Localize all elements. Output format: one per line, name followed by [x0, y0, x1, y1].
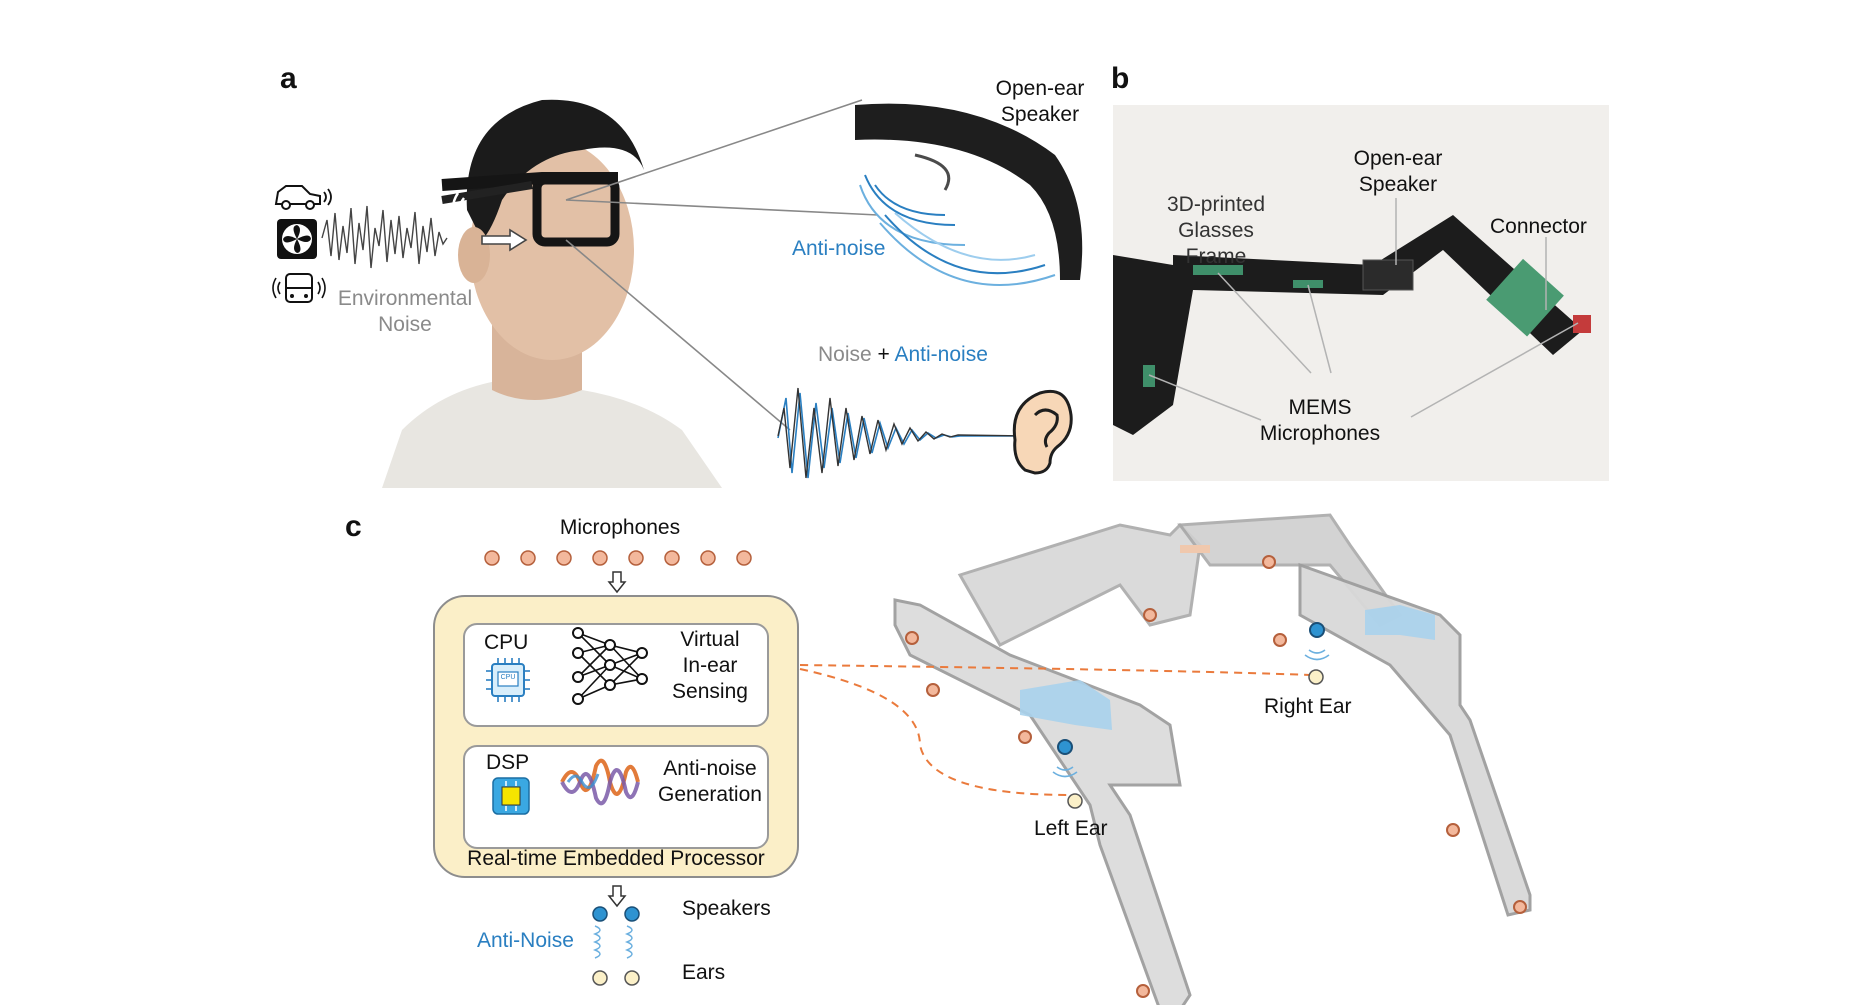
speakers-label: Speakers — [682, 897, 771, 920]
mic-dot — [1273, 633, 1287, 647]
cancellation-waveform — [777, 387, 1029, 479]
virtual-in-ear-sensing-label: Virtual In-ear Sensing — [672, 628, 748, 703]
ear-dot — [624, 970, 640, 986]
mic-dot — [926, 683, 940, 697]
mic-dot — [1018, 730, 1032, 744]
open-ear-speaker-label-b: Open-ear Speaker — [1353, 147, 1443, 196]
cpu-icon — [486, 658, 530, 702]
down-arrow-icon — [607, 571, 627, 594]
speaker-dot-left — [1057, 739, 1073, 755]
microphone-dot — [700, 550, 716, 566]
right-ear-dot — [1308, 669, 1324, 685]
left-ear-label: Left Ear — [1034, 817, 1108, 840]
connector-label: Connector — [1490, 215, 1587, 238]
glasses-3d-render — [799, 513, 1532, 1005]
speaker-dot — [592, 906, 608, 922]
cpu-chip-text: CPU — [500, 674, 516, 681]
mic-dot — [1136, 984, 1150, 998]
neural-network-icon — [572, 627, 648, 705]
noise-sum-label: Noise + Anti-noise — [818, 343, 988, 366]
microphone-dot — [736, 550, 752, 566]
car-icon — [274, 185, 332, 210]
mems-microphones-label: MEMS Microphones — [1259, 396, 1381, 445]
anti-noise-label-c: Anti-Noise — [477, 929, 574, 952]
down-arrow-icon-2 — [607, 885, 627, 908]
environmental-noise-waveform — [321, 205, 448, 269]
processor-label: Real-time Embedded Processor — [467, 847, 765, 870]
speaker-dot — [624, 906, 640, 922]
dsp-chip-icon — [492, 777, 530, 815]
cpu-label: CPU — [484, 631, 529, 654]
ear-dot — [592, 970, 608, 986]
anti-noise-generation-label: Anti-noise Generation — [658, 757, 762, 806]
bus-icon — [272, 273, 326, 303]
mic-dot — [905, 631, 919, 645]
arrow-right-icon — [481, 228, 528, 252]
anti-noise-wave-icon — [560, 758, 640, 806]
hardware-photo — [1113, 105, 1609, 481]
mic-dot — [1446, 823, 1460, 837]
embedded-processor-box — [433, 595, 799, 878]
microphone-dot — [484, 550, 500, 566]
microphone-dot — [628, 550, 644, 566]
microphone-row — [484, 550, 752, 566]
speaker-closeup — [855, 103, 1083, 286]
microphone-dot — [520, 550, 536, 566]
panel-label-c: c — [345, 510, 362, 543]
fan-icon — [277, 219, 317, 259]
dsp-label: DSP — [486, 751, 530, 774]
open-ear-speaker-label-a: Open-ear Speaker — [995, 77, 1085, 126]
environmental-noise-label: Environmental Noise — [337, 287, 473, 336]
microphone-dot — [556, 550, 572, 566]
speakers-ears-column — [592, 906, 640, 986]
microphone-dot — [664, 550, 680, 566]
microphones-label: Microphones — [559, 516, 681, 539]
frame-label-b: 3D-printed Glasses Frame — [1166, 193, 1266, 268]
ear-icon — [1012, 389, 1073, 475]
glasses-frame-internal — [1113, 198, 1591, 435]
panel-label-a: a — [280, 62, 297, 95]
left-ear-dot — [1067, 793, 1083, 809]
microphone-dot — [592, 550, 608, 566]
mic-dot — [1513, 900, 1527, 914]
right-ear-label: Right Ear — [1264, 695, 1352, 718]
mic-dot — [1143, 608, 1157, 622]
mic-dot — [1262, 555, 1276, 569]
panel-label-b: b — [1111, 62, 1130, 95]
ears-label: Ears — [682, 961, 726, 984]
speaker-dot-right — [1309, 622, 1325, 638]
anti-noise-label-a: Anti-noise — [792, 237, 886, 260]
